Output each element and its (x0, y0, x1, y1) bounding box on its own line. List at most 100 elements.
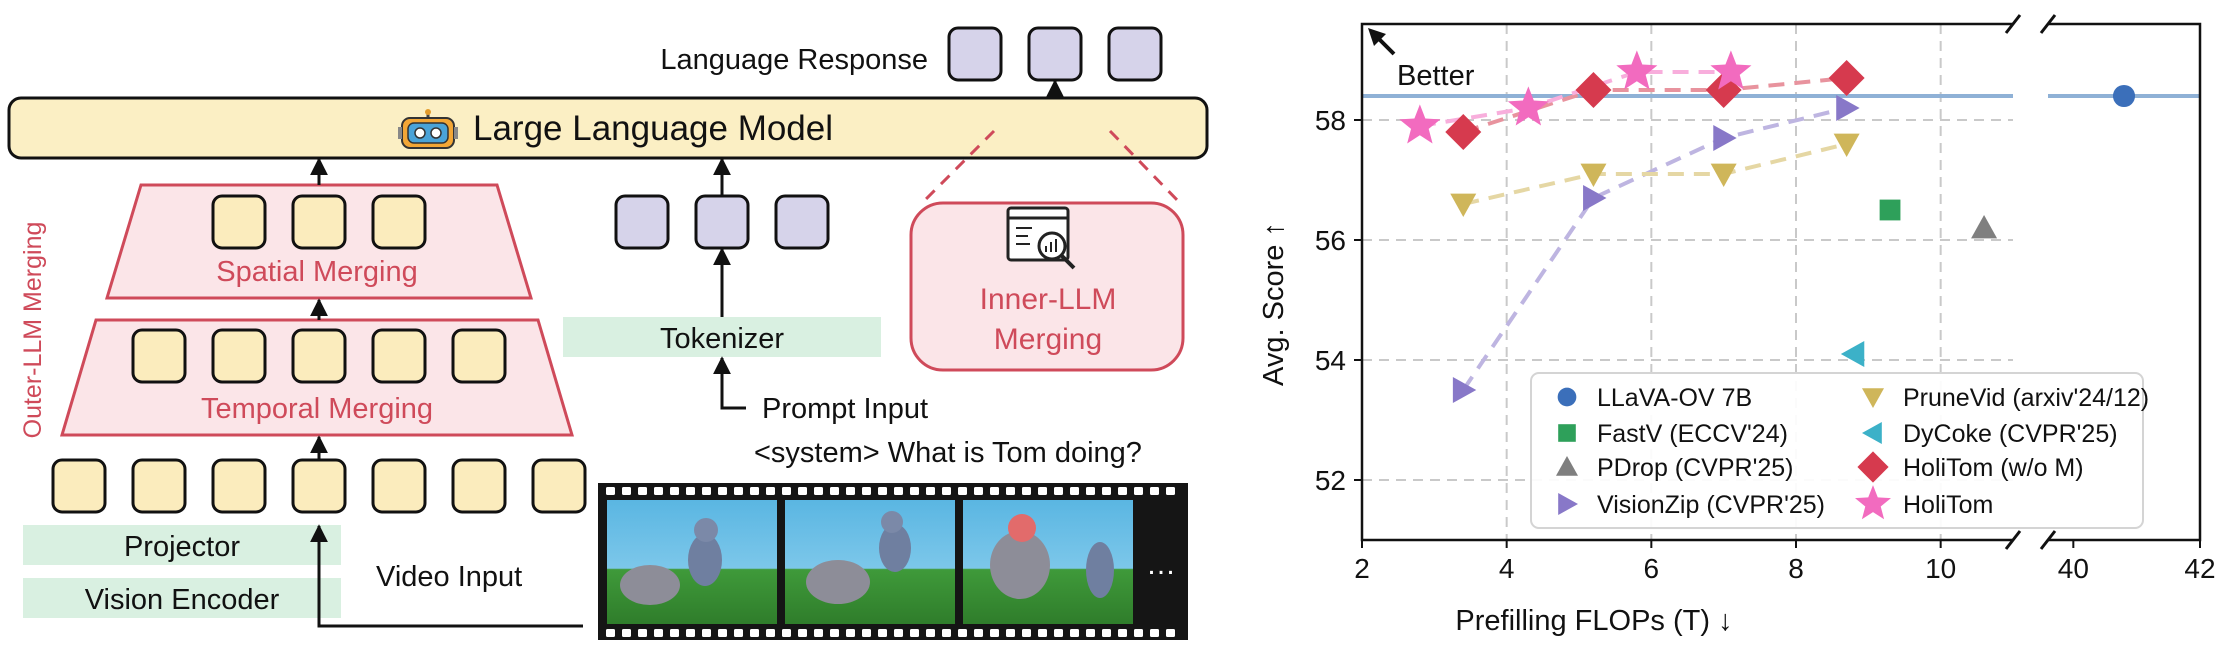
legend-label: PDrop (CVPR'25) (1597, 454, 1794, 482)
temporal-tokens (131, 328, 507, 384)
data-point-pdrop-cvpr-25 (1971, 215, 1998, 239)
legend-marker (1857, 451, 1889, 483)
sprocket-hole (846, 629, 855, 637)
data-point-holitom (1507, 86, 1549, 126)
outer-llm-merging-label: Outer-LLM Merging (19, 222, 47, 439)
visual-token (371, 458, 427, 514)
y-tick-label: 52 (1315, 465, 1346, 496)
tokenizer-box (563, 317, 881, 357)
sprocket-hole (782, 629, 791, 637)
visual-token (291, 328, 347, 384)
llm-label: Large Language Model (473, 109, 833, 148)
visual-token (451, 328, 507, 384)
legend-marker (1557, 387, 1577, 407)
y-axis-label: Avg. Score ↑ (1258, 222, 1290, 386)
vision-encoder-label: Vision Encoder (85, 584, 280, 616)
sprocket-hole (750, 629, 759, 637)
sprocket-hole (974, 487, 983, 495)
data-point-holitom (1399, 104, 1441, 144)
sprocket-hole (990, 629, 999, 637)
data-point-visionzip-cvpr-25 (1836, 95, 1860, 121)
visual-token (211, 458, 267, 514)
sprocket-hole (1118, 629, 1127, 637)
response-token (1107, 26, 1163, 82)
series-line-visionzip-cvpr-25 (1461, 106, 1848, 392)
sprocket-hole (1038, 487, 1047, 495)
architecture-diagram: Language Response Large Language Model O… (7, 26, 1209, 640)
callout-line-right (1108, 129, 1183, 206)
sprocket-hole (1118, 487, 1127, 495)
sprocket-hole (1150, 629, 1159, 637)
y-tick-label: 56 (1315, 225, 1346, 256)
sprocket-hole (1086, 629, 1095, 637)
video-frame (607, 500, 777, 624)
visual-token (51, 458, 107, 514)
sprocket-hole (670, 487, 679, 495)
sprocket-hole (830, 629, 839, 637)
sprocket-hole (606, 629, 615, 637)
tokenizer-label: Tokenizer (660, 323, 784, 355)
legend-label: HoliTom (w/o M) (1903, 454, 2084, 482)
data-point-visionzip-cvpr-25 (1583, 185, 1607, 211)
film-strip: … (598, 483, 1188, 640)
sprocket-hole (910, 629, 919, 637)
sprocket-hole (926, 487, 935, 495)
sprocket-hole (718, 629, 727, 637)
sprocket-hole (958, 487, 967, 495)
sprocket-hole (782, 487, 791, 495)
sprocket-hole (638, 487, 647, 495)
data-point-holitom-w-o-m (1575, 72, 1612, 108)
sprocket-hole (814, 487, 823, 495)
sprocket-hole (766, 487, 775, 495)
robot-icon (398, 109, 458, 149)
sprocket-hole (942, 629, 951, 637)
film-more-indicator: … (1146, 548, 1176, 581)
legend-marker (1556, 456, 1578, 476)
data-point-prunevid-arxiv-24-12 (1580, 163, 1607, 187)
data-point-prunevid-arxiv-24-12 (1450, 193, 1477, 217)
spatial-tokens (211, 194, 427, 250)
sprocket-hole (1134, 629, 1143, 637)
sprocket-hole (1006, 487, 1015, 495)
legend-marker (1558, 424, 1576, 442)
visual-token (291, 194, 347, 250)
prompt-text: <system> What is Tom doing? (754, 437, 1142, 469)
axis-break-mark (2039, 14, 2057, 34)
legend-box (1530, 372, 2144, 529)
video-input-label: Video Input (376, 561, 522, 593)
prompt-input-label: Prompt Input (762, 393, 928, 425)
sprocket-hole (862, 487, 871, 495)
sprocket-hole (1102, 629, 1111, 637)
sprocket-hole (766, 629, 775, 637)
response-tokens (947, 26, 1163, 82)
better-annotation: Better (1397, 60, 1475, 92)
x-tick-label: 42 (2184, 553, 2215, 584)
x-tick-label: 4 (1499, 553, 1515, 584)
sprocket-hole (1134, 487, 1143, 495)
visual-token (371, 194, 427, 250)
sprocket-hole (1102, 487, 1111, 495)
x-tick-label: 40 (2058, 553, 2089, 584)
sprocket-hole (622, 629, 631, 637)
language-response-label: Language Response (660, 44, 928, 76)
sprocket-hole (974, 629, 983, 637)
data-point-holitom-w-o-m (1445, 114, 1482, 150)
projector-box (23, 525, 341, 565)
chart-frame (1360, 14, 2202, 550)
arrow-prompt-to-tokenizer (713, 356, 746, 410)
axis-break-mark (2039, 530, 2057, 550)
response-token (947, 26, 1003, 82)
arrow-video-to-encoder (310, 524, 583, 628)
sprocket-hole (942, 487, 951, 495)
visual-token (131, 328, 187, 384)
sprocket-hole (894, 629, 903, 637)
data-point-visionzip-cvpr-25 (1713, 125, 1737, 151)
film-sprocket-holes (606, 629, 1175, 637)
better-arrow-icon (1368, 28, 1396, 56)
visual-token (451, 458, 507, 514)
sprocket-hole (846, 487, 855, 495)
legend-marker (1862, 388, 1884, 408)
legend-label: DyCoke (CVPR'25) (1903, 420, 2118, 448)
axes-frame-right (2048, 22, 2202, 542)
